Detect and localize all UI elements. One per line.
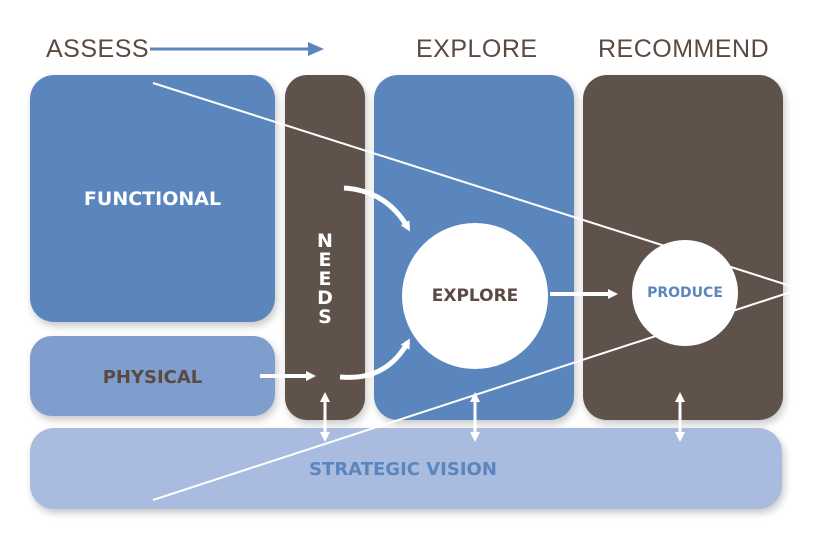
needs-letter: S (318, 306, 332, 328)
needs-letter: E (318, 268, 332, 290)
funnel-line-bottom (152, 288, 801, 501)
assess-arrow (150, 42, 324, 56)
needs-letter: D (317, 287, 333, 309)
curved-arrow-top (343, 185, 411, 232)
header-recommend: RECOMMEND (598, 35, 770, 63)
curved-arrow-bottom (339, 338, 411, 380)
produce-circle: PRODUCE (632, 240, 738, 346)
needs-label: N E E D S (285, 232, 365, 332)
funnel-line-top (152, 82, 801, 290)
physical-label: PHYSICAL (102, 367, 203, 388)
needs-letter: E (318, 249, 332, 271)
header-assess: ASSESS (46, 35, 150, 63)
functional-block (30, 75, 275, 322)
explore-circle: EXPLORE (402, 223, 548, 369)
physical-block (30, 336, 275, 416)
needs-column (285, 75, 365, 420)
functional-label: FUNCTIONAL (83, 188, 222, 210)
header-explore: EXPLORE (416, 35, 538, 63)
strategic-vision-label: STRATEGIC VISION (309, 459, 497, 480)
strategic-vision-block (30, 428, 782, 509)
needs-letter: N (317, 230, 333, 252)
